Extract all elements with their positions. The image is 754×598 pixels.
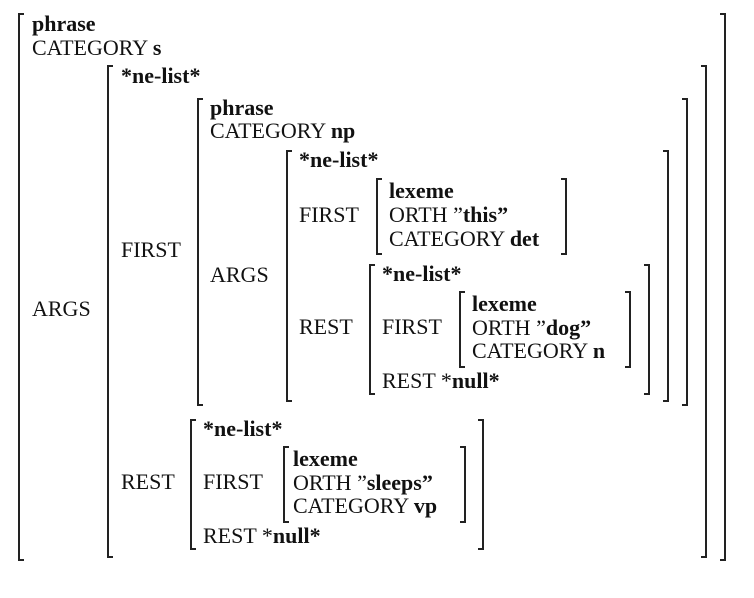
- dog-category-label: CATEGORY: [472, 338, 588, 363]
- np-rest-type: *ne-list*: [382, 261, 462, 286]
- args-first-label: FIRST: [121, 237, 181, 262]
- np-rest-rest: REST *null*: [382, 369, 500, 393]
- np-phrase-bracket-right: [682, 98, 688, 406]
- dog-orth-close-quote: ”: [580, 315, 592, 340]
- dog-orth-open-quote: ”: [536, 315, 546, 340]
- args-rest-label: REST: [121, 469, 175, 494]
- np-args-first-label: FIRST: [299, 202, 359, 227]
- this-lexeme-bracket-right: [561, 178, 567, 255]
- np-category-value: np: [330, 118, 356, 143]
- np-type: phrase: [210, 95, 274, 120]
- outer-type: phrase: [32, 11, 96, 36]
- this-orth-open-quote: ”: [453, 202, 463, 227]
- dog-orth: ORTH ”dog”: [472, 316, 591, 340]
- sleeps-orth-value: sleeps: [366, 470, 422, 495]
- sleeps-lexeme-bracket-left: [283, 446, 289, 523]
- sleeps-lexeme-bracket-right: [460, 446, 466, 523]
- this-orth-label: ORTH: [389, 202, 448, 227]
- np-args-rest-label: REST: [299, 314, 353, 339]
- np-phrase-bracket-left: [197, 98, 203, 406]
- args-rest-type: *ne-list*: [203, 416, 283, 441]
- dog-orth-value: dog: [545, 315, 581, 340]
- dog-category-value: n: [592, 338, 606, 363]
- dog-orth-label: ORTH: [472, 315, 531, 340]
- np-category: CATEGORY np: [210, 119, 355, 143]
- sleeps-orth-close-quote: ”: [421, 470, 433, 495]
- np-rest-first-label: FIRST: [382, 314, 442, 339]
- args-rest-bracket-right: [478, 419, 484, 550]
- args-rest-rest-label: REST: [203, 523, 257, 548]
- outer-args-label: ARGS: [32, 296, 91, 321]
- sleeps-category-label: CATEGORY: [293, 493, 409, 518]
- this-lexeme-bracket-left: [376, 178, 382, 255]
- this-category-label: CATEGORY: [389, 226, 505, 251]
- outer-category-label: CATEGORY: [32, 35, 148, 60]
- np-rest-rest-value: null*: [451, 368, 500, 393]
- args-rest-rest-star: *: [261, 523, 273, 548]
- args-list-bracket-left: [107, 65, 113, 558]
- sleeps-type: lexeme: [293, 446, 358, 471]
- this-category: CATEGORY det: [389, 227, 539, 251]
- this-category-value: det: [509, 226, 540, 251]
- dog-type: lexeme: [472, 291, 537, 316]
- sleeps-orth: ORTH ”sleeps”: [293, 471, 433, 495]
- sleeps-orth-label: ORTH: [293, 470, 352, 495]
- np-rest-bracket-left: [369, 264, 375, 395]
- this-type: lexeme: [389, 178, 454, 203]
- dog-category: CATEGORY n: [472, 339, 605, 363]
- args-rest-first-label: FIRST: [203, 469, 263, 494]
- this-orth-value: this: [462, 202, 498, 227]
- outer-bracket-left: [18, 13, 24, 561]
- np-args-bracket-right: [663, 150, 669, 402]
- np-category-label: CATEGORY: [210, 118, 326, 143]
- sleeps-category-value: vp: [413, 493, 438, 518]
- np-args-label: ARGS: [210, 262, 269, 287]
- args-rest-bracket-left: [190, 419, 196, 550]
- np-rest-rest-star: *: [440, 368, 452, 393]
- np-args-type: *ne-list*: [299, 147, 379, 172]
- args-rest-rest-value: null*: [272, 523, 321, 548]
- np-args-bracket-left: [286, 150, 292, 402]
- np-rest-bracket-right: [644, 264, 650, 395]
- args-list-bracket-right: [701, 65, 707, 558]
- args-rest-rest: REST *null*: [203, 524, 321, 548]
- outer-bracket-right: [720, 13, 726, 561]
- this-orth: ORTH ”this”: [389, 203, 508, 227]
- dog-lexeme-bracket-right: [625, 291, 631, 368]
- np-rest-rest-label: REST: [382, 368, 436, 393]
- outer-category: CATEGORY s: [32, 36, 161, 60]
- sleeps-category: CATEGORY vp: [293, 494, 437, 518]
- sleeps-orth-open-quote: ”: [357, 470, 367, 495]
- dog-lexeme-bracket-left: [459, 291, 465, 368]
- args-list-type: *ne-list*: [121, 63, 201, 88]
- outer-category-value: s: [152, 35, 162, 60]
- this-orth-close-quote: ”: [497, 202, 509, 227]
